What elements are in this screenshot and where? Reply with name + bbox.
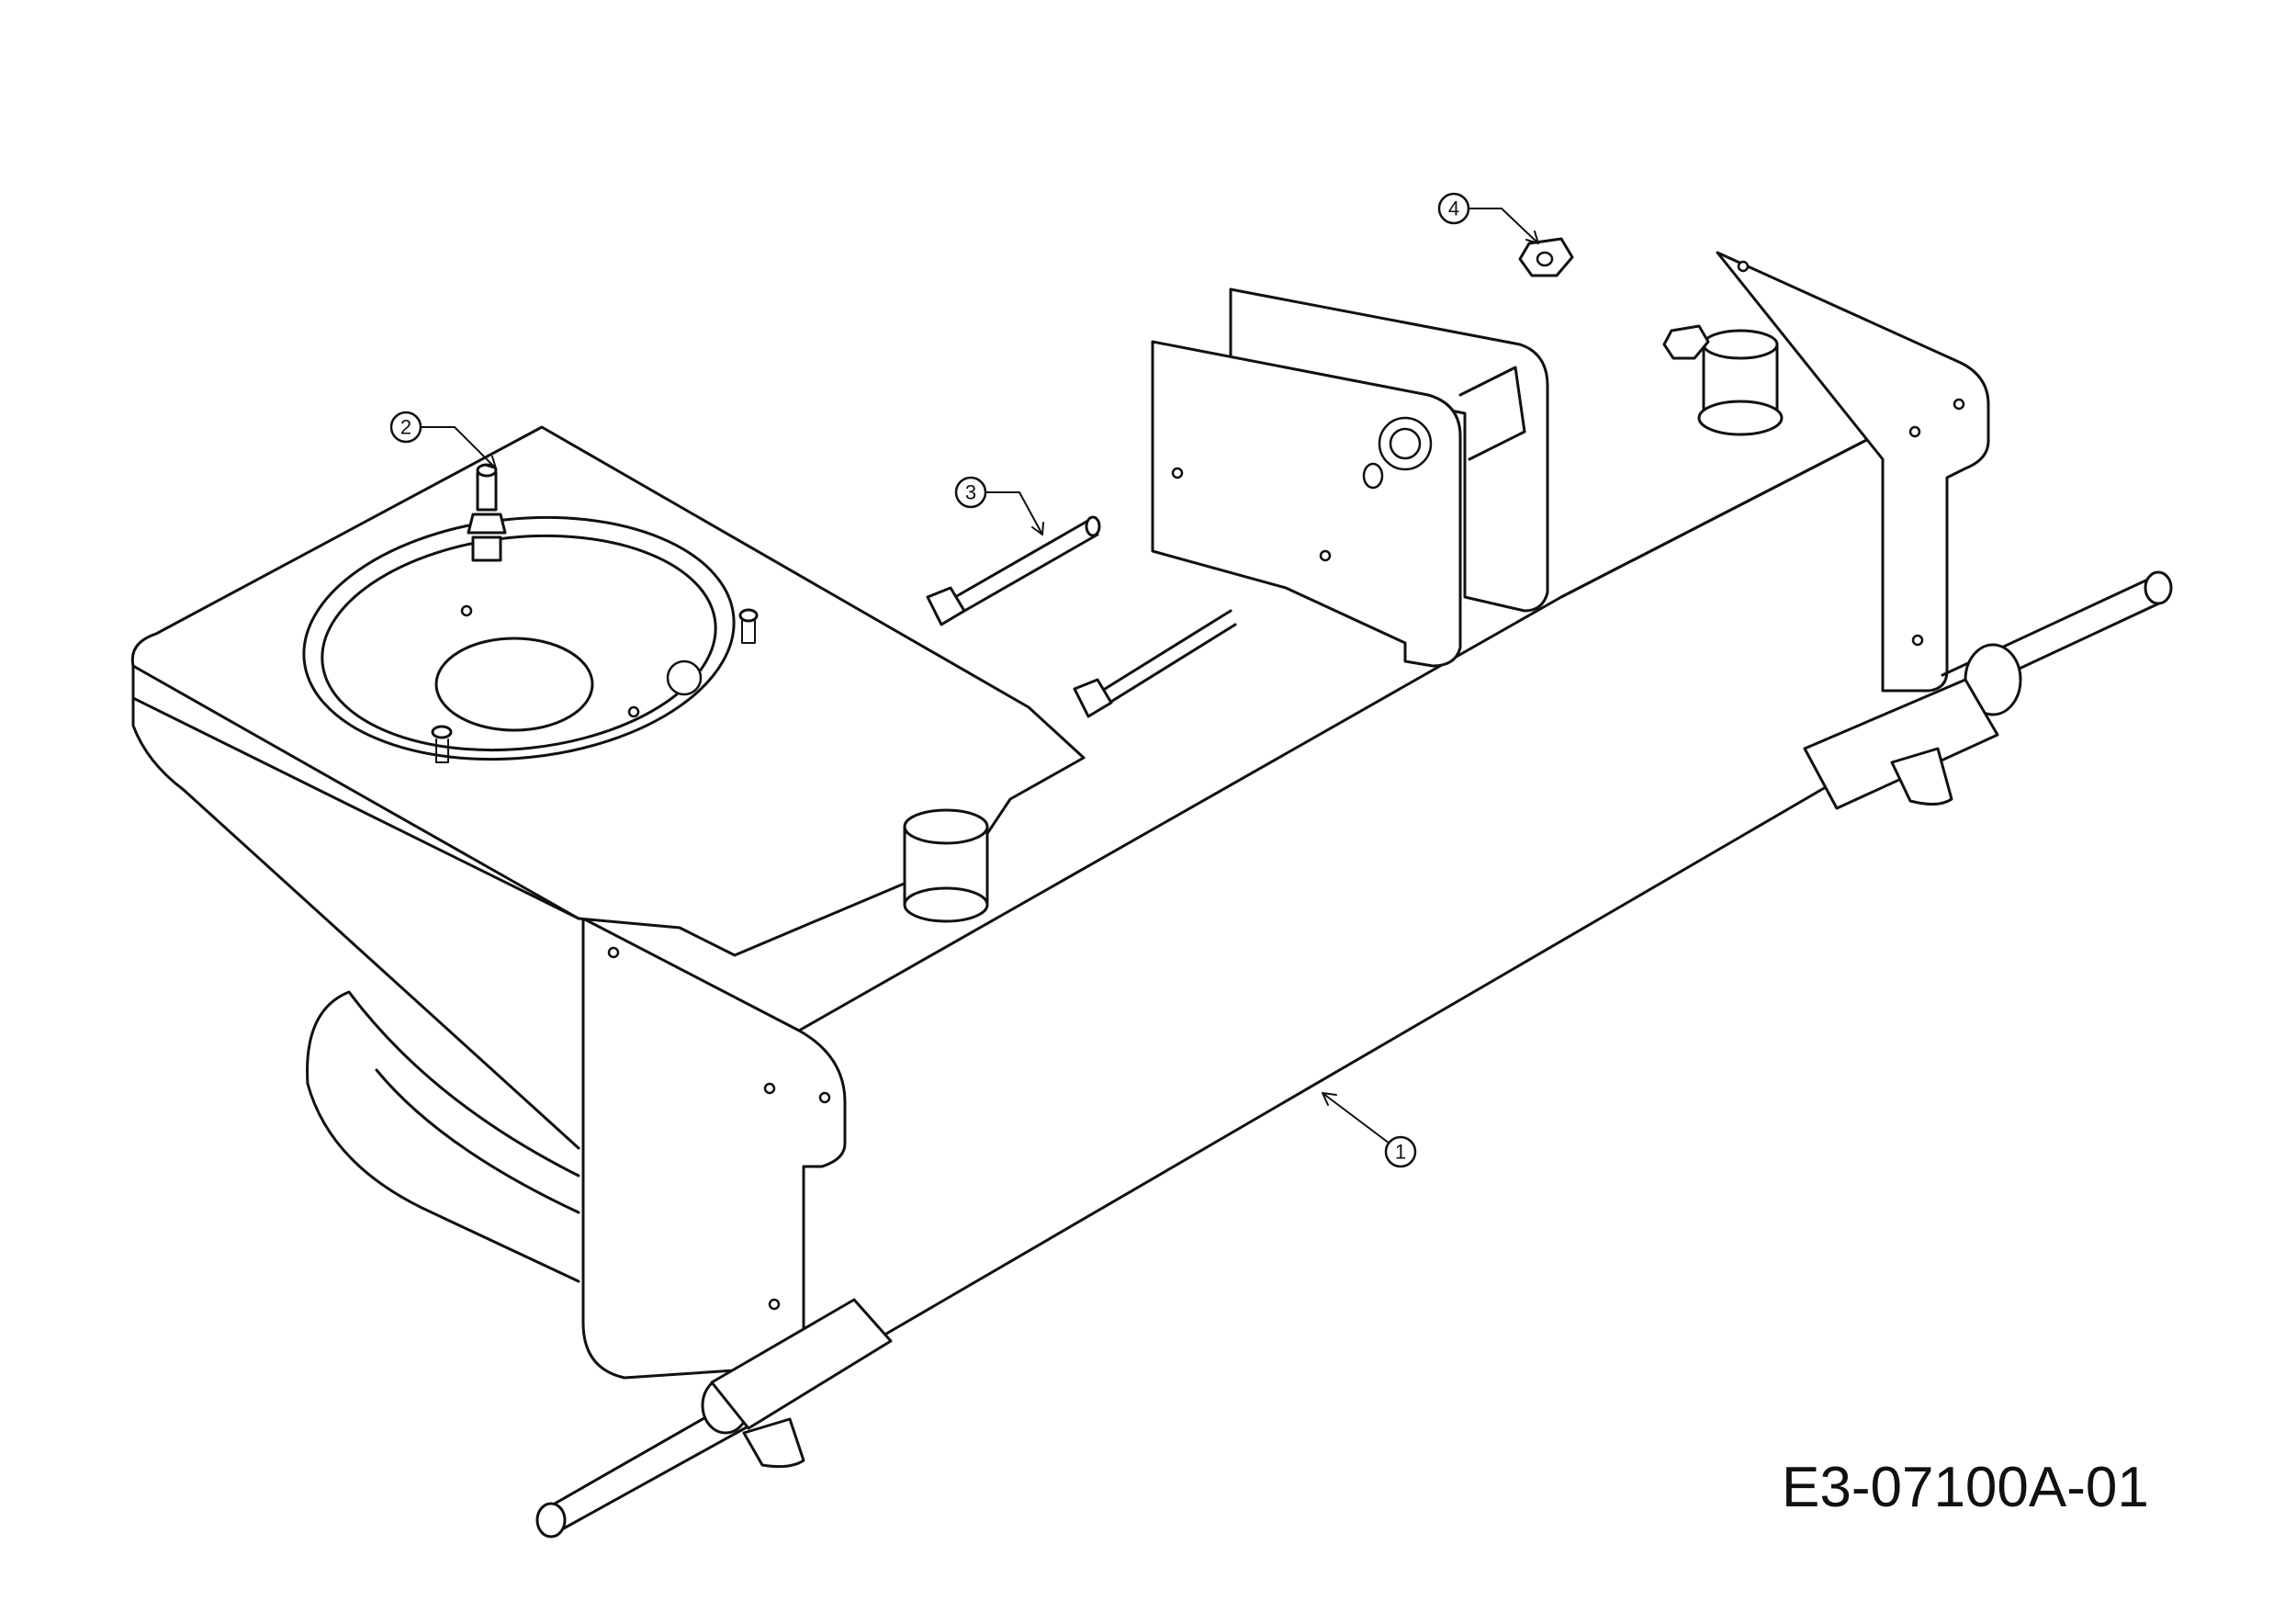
callout-1-label: 1 [1395, 1141, 1406, 1164]
callout-1: 1 [1322, 1092, 1417, 1168]
callout-3-circle [954, 476, 987, 509]
callout-3: 3 [954, 476, 1044, 535]
callout-4: 4 [1437, 192, 1539, 244]
callout-2: 2 [389, 411, 497, 469]
callout-4-label: 4 [1448, 197, 1459, 220]
callout-4-circle [1437, 192, 1470, 225]
nut-part-4 [1518, 237, 1710, 360]
axle-frame-assembly [130, 251, 2173, 1538]
callout-1-circle [1384, 1135, 1417, 1168]
callout-3-label: 3 [965, 481, 976, 504]
drawing-code: E3-07100A-01 [1782, 1456, 2149, 1519]
callout-2-label: 2 [400, 416, 411, 439]
callout-2-circle [389, 411, 422, 444]
bolt-part-3 [926, 515, 1237, 718]
